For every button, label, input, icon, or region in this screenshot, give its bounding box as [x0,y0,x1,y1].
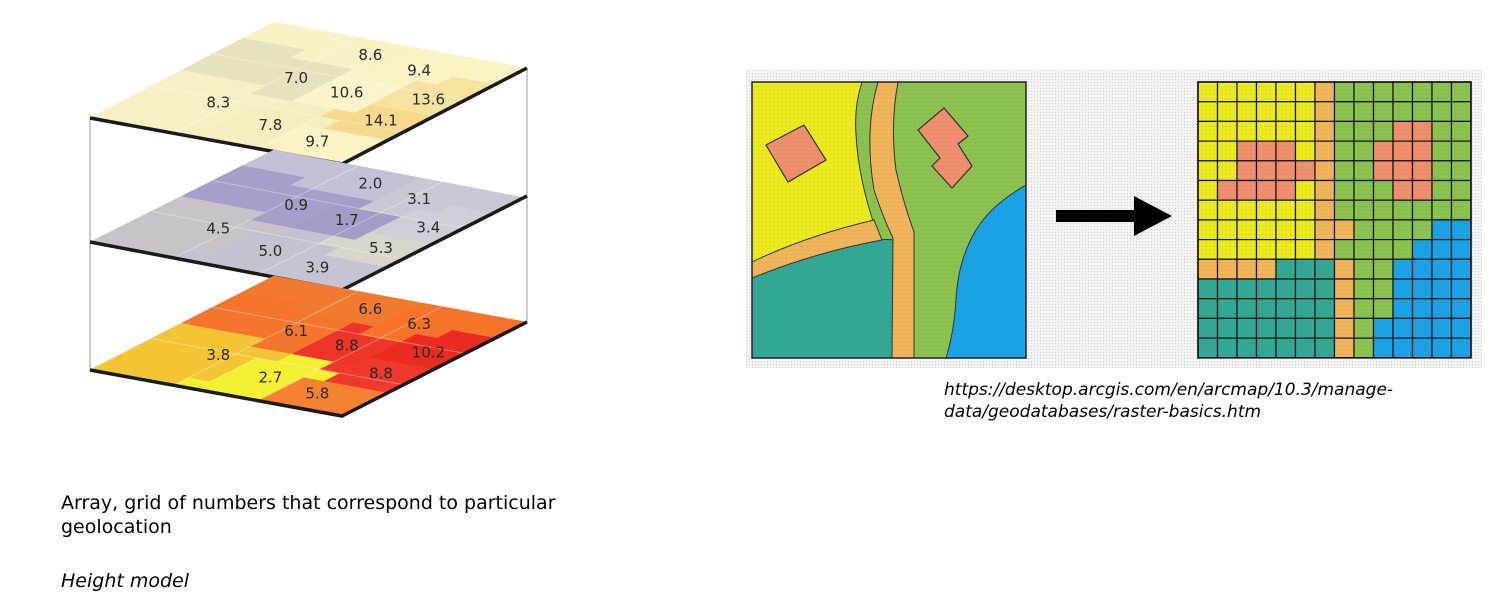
cell-value: 3.4 [416,219,440,237]
cell-value: 5.3 [369,239,393,257]
cell-value: 3.8 [206,346,230,364]
cell-value: 6.6 [358,300,382,318]
cell-value: 1.7 [335,211,359,229]
cell-value: 7.8 [259,116,283,134]
source-url-caption: https://desktop.arcgis.com/en/arcmap/10.… [944,380,1394,422]
raster-grid [1197,81,1472,359]
cell-value: 5.8 [305,385,329,403]
cell-value: 3.9 [305,259,329,277]
cell-value: 8.3 [206,94,230,112]
cell-value: 10.6 [330,83,363,101]
array-description: Array, grid of numbers that correspond t… [61,492,556,538]
layer-bottom: 6.6 6.3 6.1 10.2 8.8 3.8 8.8 2.7 5.8 [89,275,528,418]
cell-value: 14.1 [364,112,397,130]
cell-value: 2.7 [259,368,283,386]
cell-value: 6.1 [284,322,308,340]
height-model-label: Height model [61,570,190,592]
cell-value: 3.1 [407,190,431,208]
cell-value: 13.6 [412,90,445,108]
cell-value: 6.3 [407,315,431,333]
raster-layer-stack: 8.6 9.4 7.0 13.6 10.6 8.3 14.1 7.8 9.7 2.0 3.1 0.9… [89,21,528,418]
cell-value: 4.5 [206,219,230,237]
right-arrow-icon [1056,196,1172,236]
cell-value: 8.8 [369,364,393,382]
vector-to-raster-illustration [746,70,1482,368]
cell-value: 10.2 [412,344,445,362]
cell-value: 9.7 [305,132,329,150]
cell-value: 9.4 [407,62,431,80]
layer-middle: 2.0 3.1 0.9 3.4 1.7 4.5 5.3 5.0 3.9 [89,149,528,292]
layer-top: 8.6 9.4 7.0 13.6 10.6 8.3 14.1 7.8 9.7 [89,21,528,166]
cell-value: 8.8 [335,336,359,354]
cell-value: 0.9 [284,196,308,214]
cell-value: 7.0 [284,69,308,87]
cell-value: 2.0 [358,175,382,193]
cell-value: 8.6 [358,46,382,64]
cell-value: 5.0 [259,242,283,260]
